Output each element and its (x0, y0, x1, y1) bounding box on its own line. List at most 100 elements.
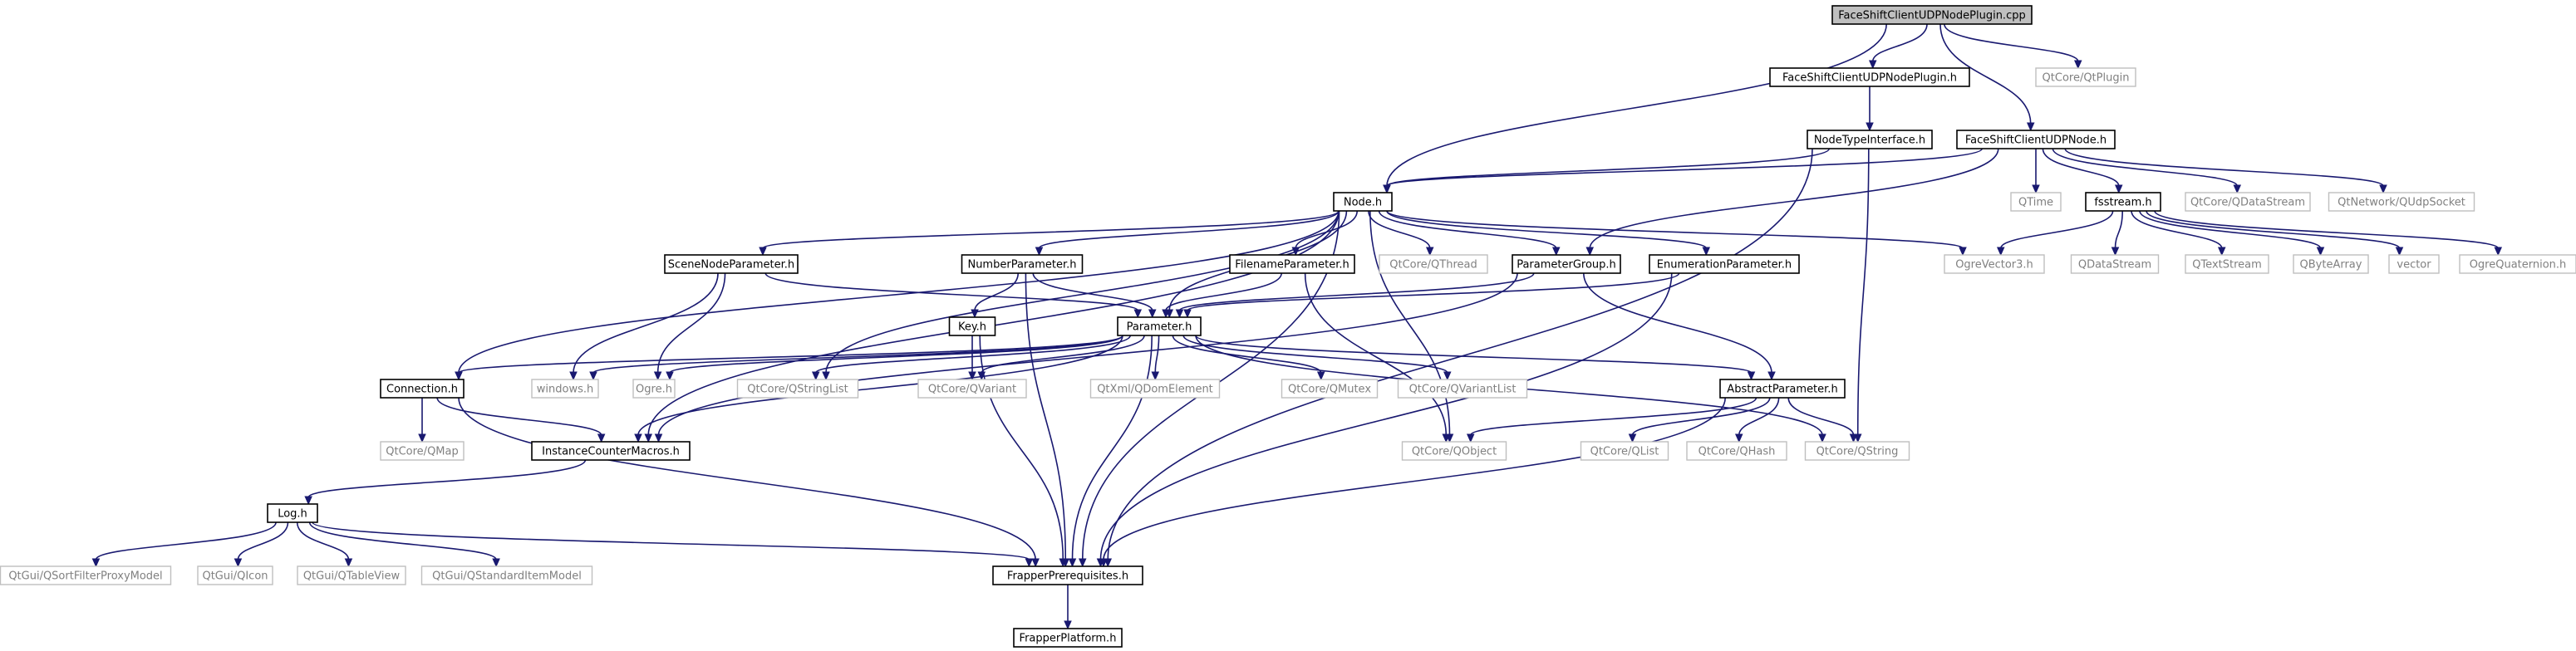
edge-arrowhead (654, 433, 663, 443)
edge-paramh-to-frapperprereq (1068, 335, 1153, 568)
edge-line (1165, 272, 1282, 311)
edge-arrowhead (1849, 433, 1858, 443)
edge-arrowhead (634, 433, 642, 443)
node-scenenodeparameter-h[interactable]: SceneNodeParameter.h (664, 254, 799, 274)
node-windows-h[interactable]: windows.h (531, 379, 599, 399)
node-box (2185, 254, 2269, 274)
node-qtcore-qvariant[interactable]: QtCore/QVariant (917, 379, 1027, 399)
node-qtcore-qthread[interactable]: QtCore/QThread (1379, 254, 1488, 274)
node-box (1580, 441, 1669, 461)
node-ogrevector3-h[interactable]: OgreVector3.h (1944, 254, 2045, 274)
edge-line (296, 521, 350, 560)
edge-frapperprereq-to-frapperplatform (1064, 584, 1072, 630)
node-box (2293, 254, 2369, 274)
node-label: FaceShiftClientUDPNodePlugin.h (1782, 72, 1957, 85)
node-qtxml-qdomelement[interactable]: QtXml/QDomElement (1089, 379, 1221, 399)
node-box (2388, 254, 2440, 274)
node-instancecountermacros-h[interactable]: InstanceCounterMacros.h (531, 441, 691, 461)
node-connection-h[interactable]: Connection.h (380, 379, 465, 399)
node-ogrequaternion-h[interactable]: OgreQuaternion.h (2459, 254, 2576, 274)
edge-arrowhead (589, 371, 597, 381)
node-filenameparameter-h[interactable]: FilenameParameter.h (1229, 254, 1355, 274)
node-vector[interactable]: vector (2388, 254, 2440, 274)
edge-line (573, 272, 719, 374)
edge-arrowhead (492, 558, 500, 568)
node-qtcore-qlist[interactable]: QtCore/QList (1580, 441, 1669, 461)
node-label: FrapperPlatform.h (1020, 633, 1117, 645)
edge-paramgroup-to-paramh (1175, 272, 1535, 319)
edge-line (458, 335, 1123, 374)
node-box (948, 316, 996, 336)
node-node-h[interactable]: Node.h (1333, 192, 1393, 212)
node-box (917, 379, 1027, 399)
edge-line (2052, 148, 2239, 187)
edge-arrowhead (2494, 247, 2503, 257)
node-qtcore-qhash[interactable]: QtCore/QHash (1686, 441, 1787, 461)
edge-nodeh-to-qthread (1368, 210, 1434, 257)
edge-line (308, 521, 497, 560)
node-frapperplatform-h[interactable]: FrapperPlatform.h (1013, 628, 1123, 648)
edge-fsstream-to-qtextstream (2131, 210, 2226, 257)
edge-arrowhead (1316, 371, 1325, 381)
edge-line (1386, 148, 1983, 187)
node-qtgui-qtableview[interactable]: QtGui/QTableView (297, 565, 406, 585)
node-qtgui-qstandarditemmodel[interactable]: QtGui/QStandardItemModel (420, 565, 593, 585)
node-qtgui-qsortfilterproxymodel[interactable]: QtGui/QSortFilterProxyModel (0, 565, 172, 585)
node-frapperprerequisites-h[interactable]: FrapperPrerequisites.h (992, 565, 1143, 585)
node-qdatastream[interactable]: QDataStream (2070, 254, 2160, 274)
node-label: QByteArray (2300, 259, 2362, 272)
node-box (2035, 67, 2136, 87)
node-qbytearray[interactable]: QByteArray (2293, 254, 2369, 274)
node-qtcore-qdatastream[interactable]: QtCore/QDataStream (2185, 192, 2311, 212)
edge-line (1071, 335, 1153, 560)
edge-fsstream-to-qbytearray (2139, 210, 2325, 257)
edge-line (307, 459, 587, 498)
node-qtcore-qvariantlist[interactable]: QtCore/QVariantList (1397, 379, 1528, 399)
node-parametergroup-h[interactable]: ParameterGroup.h (1512, 254, 1621, 274)
edge-instcounter-to-logh (304, 459, 587, 506)
node-faceshiftclientudpnodeplugin-h[interactable]: FaceShiftClientUDPNodePlugin.h (1769, 67, 1970, 87)
node-ogre-h[interactable]: Ogre.h (632, 379, 676, 399)
node-qtextstream[interactable]: QTextStream (2185, 254, 2269, 274)
node-qtcore-qstringlist[interactable]: QtCore/QStringList (736, 379, 859, 399)
edge-arrowhead (455, 371, 463, 381)
node-nodetypeinterface-h[interactable]: NodeTypeInterface.h (1807, 130, 1933, 149)
edge-line (1178, 272, 1535, 311)
node-qtcore-qtplugin[interactable]: QtCore/QtPlugin (2035, 67, 2136, 87)
edge-line (2154, 210, 2500, 249)
node-qtgui-qicon[interactable]: QtGui/QIcon (197, 565, 273, 585)
node-qtcore-qstring[interactable]: QtCore/QString (1804, 441, 1910, 461)
node-faceshiftclientudpnode-h[interactable]: FaceShiftClientUDPNode.h (1956, 130, 2116, 149)
edge-line (458, 210, 1340, 374)
edge-fscnode-to-nodeh (1383, 148, 1983, 194)
node-box (1117, 316, 1202, 336)
edge-line (974, 272, 1019, 311)
edge-line (1304, 272, 1448, 436)
node-faceshiftclientudpnodeplugin-cpp[interactable]: FaceShiftClientUDPNodePlugin.cpp (1831, 5, 2033, 25)
node-qtime[interactable]: QTime (2010, 192, 2062, 212)
node-fsstream-h[interactable]: fsstream.h (2085, 192, 2161, 212)
edge-arrowhead (2114, 184, 2123, 194)
edge-arrowhead (1585, 247, 1595, 257)
node-parameter-h[interactable]: Parameter.h (1117, 316, 1202, 336)
edge-arrowhead (1383, 184, 1391, 194)
node-qtnetwork-qudpsocket[interactable]: QtNetwork/QUdpSocket (2328, 192, 2475, 212)
edge-arrowhead (1078, 558, 1087, 568)
node-log-h[interactable]: Log.h (267, 503, 318, 523)
node-enumerationparameter-h[interactable]: EnumerationParameter.h (1649, 254, 1800, 274)
node-label: QtCore/QMutex (1288, 384, 1371, 396)
edge-arrowhead (1466, 433, 1475, 443)
node-qtcore-qmutex[interactable]: QtCore/QMutex (1281, 379, 1379, 399)
node-abstractparameter-h[interactable]: AbstractParameter.h (1719, 379, 1846, 399)
node-key-h[interactable]: Key.h (948, 316, 996, 336)
node-label: QTextStream (2192, 259, 2262, 272)
node-qtcore-qmap[interactable]: QtCore/QMap (380, 441, 465, 461)
edge-connection-to-qmap (418, 398, 426, 443)
edge-root-to-qtplugin (1944, 23, 2082, 70)
node-numberparameter-h[interactable]: NumberParameter.h (961, 254, 1084, 274)
node-qtcore-qobject[interactable]: QtCore/QObject (1401, 441, 1507, 461)
edge-line (458, 397, 1036, 560)
edge-arrowhead (1767, 371, 1776, 381)
node-label: QtCore/QVariant (928, 384, 1016, 396)
